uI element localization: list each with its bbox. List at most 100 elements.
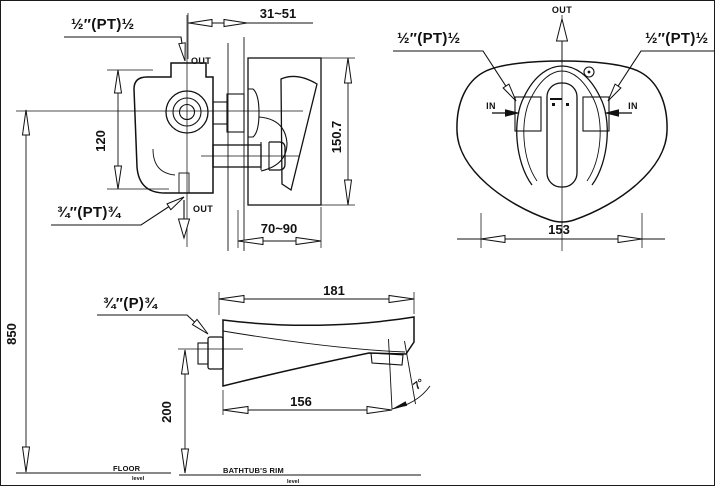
cartridge-nut [226,93,245,133]
arrowhead-right [295,236,322,246]
dim-trim-height: 150.7 [321,57,355,206]
floor-level-sublabel: level [132,476,145,482]
angle-arrowhead [392,401,408,409]
handle-ring-outer [516,65,608,186]
thread-left-text: ½″(PT)½ [397,30,460,47]
dim-mounting-height: 850 [4,109,31,473]
dim-spout-length: 181 [218,283,415,315]
arrowhead-bottom [21,446,31,473]
out-top-label: OUT [191,56,211,66]
arrowhead-top [21,109,31,136]
arrowhead-bottom [180,448,190,474]
ext-lines [480,213,643,248]
spout-wall-flange [207,336,224,370]
out-label: OUT [552,5,572,15]
plumb-line [388,338,393,410]
out-arrow-head [555,18,569,42]
arrowhead-top [180,349,190,375]
leader-arrowhead [607,83,622,102]
thread-label-spout: ¾″(P)¾ [97,295,209,335]
dim-spout-reach-value: 156 [290,394,312,409]
handle-screw-dot [587,70,591,74]
arrowhead-left [480,234,506,244]
inlet-port-mid [172,97,202,127]
dim-trim-width-value: 153 [548,222,570,237]
thread-label-outlet-bottom: ¾″(PT)¾ [51,196,185,226]
dim-wall-range-value: 31~51 [260,6,297,21]
dim-trim-height-value: 150.7 [329,121,344,154]
dim-spout-reach: 156 [222,390,393,415]
temp-marking-dot-left [552,103,555,106]
spout-thread-text: ¾″(P)¾ [103,295,158,312]
inlet-left-port [514,96,542,132]
leader-line [393,50,514,98]
ext-lines [321,57,355,206]
leader-line [97,314,204,331]
bathtub-rim-label: BATHTUB'S RIM [223,466,284,475]
handle-dome-profile [258,116,288,172]
handle-lever-profile [280,75,318,192]
inlet-port-inner [178,103,196,121]
thread-top-text: ½″(PT)½ [71,16,134,33]
bottom-outlet-nipple [178,172,190,194]
arrowhead-right [617,234,643,244]
valve-body [133,62,214,194]
dim-port-spacing-value: 120 [93,130,108,152]
out-bottom-arrow-head [177,218,191,240]
arrowhead-top [113,69,123,94]
leader-arrowhead [191,318,209,335]
spout-underside-curve [222,330,406,353]
dim-port-spacing: 120 [93,69,169,190]
arrowhead-left [188,18,213,28]
dim-angle-value: 7° [411,377,427,393]
out-bottom-label: OUT [193,204,213,214]
escutcheon-sleeve [248,88,260,138]
leader-arrowhead [502,83,517,102]
dim-trim-depth-value: 70~90 [261,221,298,236]
arrowhead-right [366,405,393,415]
angle-arc [391,385,431,410]
spout-thread-stub [197,342,209,365]
thread-label-inlet-left: ½″(PT)½ [393,30,517,102]
inlet-port-outer [165,90,209,134]
bathtub-rim-sublabel: level [287,479,300,485]
temp-marking-dot-right [566,103,569,106]
inlet-right-port [582,96,610,132]
leader-line [64,36,185,58]
in-right-arrow-head [604,109,619,117]
trim-plate-profile [247,57,322,206]
leader-line [610,50,714,98]
dim-mounting-height-value: 850 [4,323,19,345]
side-view-mixer-valve: OUT OUT [16,15,322,251]
spout-aerator [370,352,404,366]
arrowhead-bottom [113,165,123,190]
thread-label-outlet-top: ½″(PT)½ [64,16,186,62]
arrowhead-top [343,57,353,84]
handle-lever [546,82,578,188]
arrowhead-bottom [343,179,353,206]
in-left-label: IN [486,101,496,111]
dim-height-above-rim-value: 200 [159,401,174,423]
in-right-label: IN [628,101,638,111]
arrowhead-right [388,294,415,304]
dim-height-above-rim: 200 [159,348,243,474]
leader-line [51,199,180,226]
arrowhead-left [237,236,264,246]
dim-trim-depth: 70~90 [237,207,322,248]
escutcheon-plate [456,60,668,223]
floor-level-label: FLOOR [113,464,141,473]
leader-arrowhead [178,42,186,62]
thread-right-text: ½″(PT)½ [645,30,708,47]
tilt-line [404,340,416,405]
spout-body [222,316,415,387]
leader-arrowhead [166,196,185,211]
ext-lines [107,69,169,190]
arrowhead-right [223,18,248,28]
thread-bottom-text: ¾″(PT)¾ [57,204,122,221]
dim-spout-length-value: 181 [323,283,345,298]
in-left-arrow-head [505,109,520,117]
ext-lines [218,292,415,315]
union-rings [260,142,270,170]
